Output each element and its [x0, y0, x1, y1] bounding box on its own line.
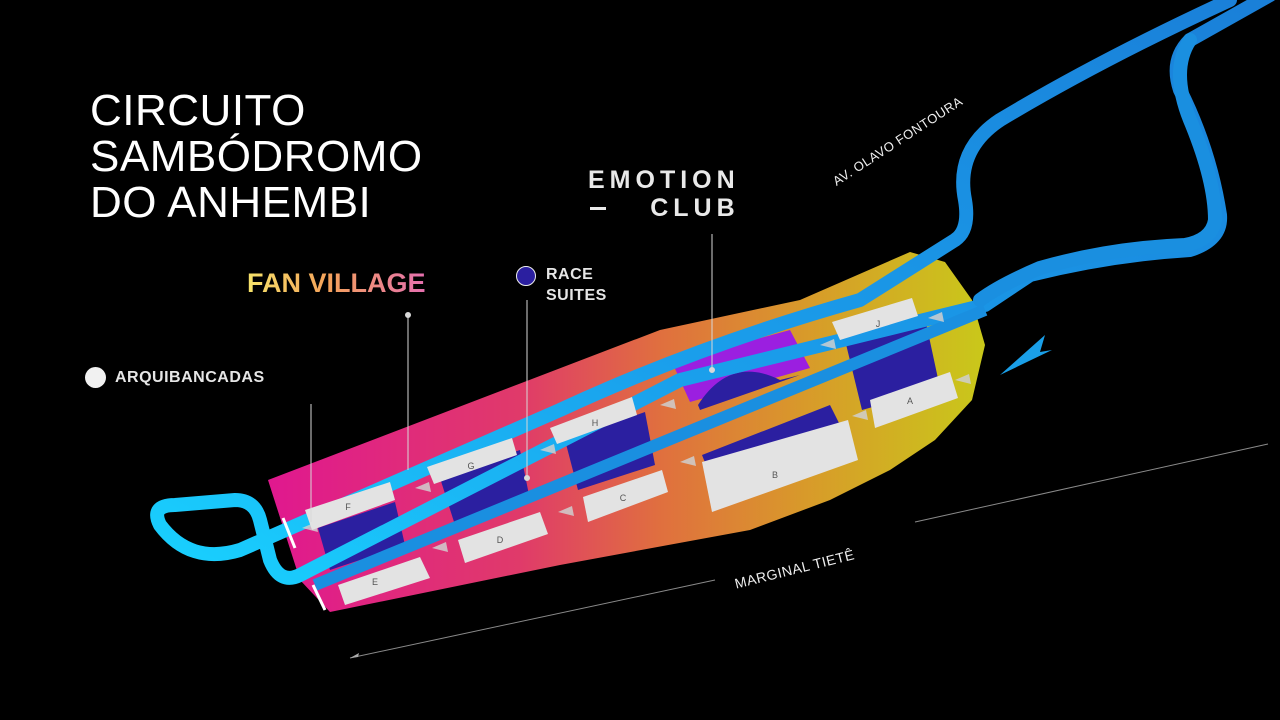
stand-markers [302, 312, 971, 552]
title-line-1: CIRCUITO [90, 86, 306, 135]
race-suites-line-2: SUITES [546, 287, 607, 304]
stand-label-j: J [876, 319, 881, 329]
boundary-mark [281, 517, 297, 549]
stand-e [338, 557, 430, 605]
emotion-club-line-1: EMOTION [588, 166, 740, 194]
stand-g [427, 438, 517, 484]
race-suites-label: RACE SUITES [546, 264, 607, 306]
stand-a [870, 372, 958, 428]
title-line-2: SAMBÓDROMO [90, 132, 423, 181]
title-line-3: DO ANHEMBI [90, 178, 372, 227]
marginal-road-line-2 [349, 579, 716, 659]
race-suites-line-1: RACE [546, 266, 594, 283]
stand-label-a: A [907, 396, 913, 406]
emotion-club-line-2: CLUB [588, 194, 740, 222]
stand-f [305, 482, 395, 530]
stand-j [832, 298, 918, 340]
direction-arrow-icon [1000, 335, 1052, 375]
page-title: CIRCUITO SAMBÓDROMO DO ANHEMBI [90, 88, 423, 226]
boundary-mark-2 [311, 584, 327, 611]
stand-label-h: H [592, 418, 599, 428]
track-diagonal [312, 304, 988, 591]
track-outer-loop [973, 33, 1223, 307]
stand-b [702, 420, 858, 512]
stand-d [458, 512, 548, 563]
stand-label-c: C [620, 493, 627, 503]
stand-label-e: E [372, 577, 378, 587]
stand-label-f: F [345, 502, 351, 512]
emotion-club-label: EMOTION CLUB [588, 166, 740, 222]
emotion-club-line-2-text: CLUB [650, 194, 740, 222]
stand-label-d: D [497, 535, 504, 545]
arquibancadas-dot-icon [85, 367, 106, 388]
emotion-dash-icon [590, 207, 606, 210]
stand-c [583, 470, 668, 522]
fan-village-label: FAN VILLAGE [247, 268, 426, 298]
emotion-club-dome [698, 371, 800, 410]
marginal-road-line [914, 443, 1269, 523]
stand-label-g: G [467, 461, 474, 471]
arquibancadas-label: ARQUIBANCADAS [115, 369, 265, 386]
stand-label-b: B [772, 470, 778, 480]
road-arrowhead-icon [350, 653, 359, 658]
race-suites-dot-icon [516, 266, 536, 286]
leader-lines [310, 234, 715, 522]
grandstands [305, 298, 958, 605]
stand-letters: F E G D H C B J A [345, 319, 913, 587]
stand-h [550, 397, 637, 444]
